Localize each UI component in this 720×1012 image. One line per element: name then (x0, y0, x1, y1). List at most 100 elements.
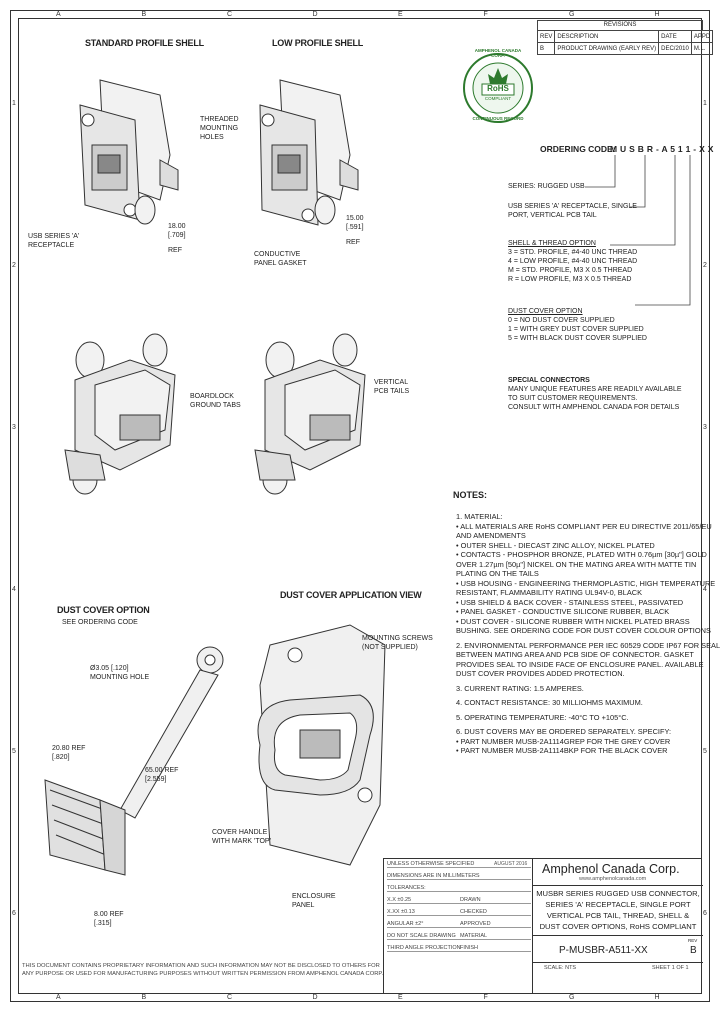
zone-number: 3 (12, 424, 16, 431)
zone-letter: F (483, 994, 488, 1001)
dust-cover-application-title: DUST COVER APPLICATION VIEW (280, 590, 422, 600)
title-block-mid-row: MATERIAL (460, 933, 488, 939)
rohs-bottom-text: CONTINUOUS RECORD (472, 116, 524, 121)
rohs-seal (463, 53, 533, 123)
note-line: BUSHING. SEE ORDERING CODE FOR DUST COVE… (456, 626, 711, 635)
ordering-usb-series: USB SERIES 'A' RECEPTACLE, SINGLE PORT, … (508, 203, 637, 219)
callout-boardlock: BOARDLOCK GROUND TABS (190, 393, 241, 409)
callout-vertical-pcb: VERTICAL PCB TAILS (374, 379, 410, 395)
note-line: • OUTER SHELL - DIECAST ZINC ALLOY, NICK… (456, 540, 655, 550)
title-block-divider (532, 935, 703, 936)
drawing-inner-frame (18, 18, 702, 994)
title-block-row: DIMENSIONS ARE IN MILLIMETERS (387, 873, 531, 880)
title-block-row: X.X ±0.25 (387, 897, 531, 904)
ordering-code-leader-lines (585, 155, 691, 306)
disclaimer: THIS DOCUMENT CONTAINS PROPRIETARY INFOR… (22, 963, 384, 977)
zone-letter: C (227, 994, 233, 1001)
title-block-mid-row: FINISH (460, 945, 479, 951)
rev-appd-value: M.L. (690, 42, 714, 55)
zone-number: 5 (703, 748, 707, 755)
part-description: MUSBR SERIES RUGGED USB CONNECTOR, SERIE… (536, 889, 700, 931)
zone-letter: A (56, 994, 61, 1001)
note-line: 1. MATERIAL: (456, 512, 503, 521)
rev-col-rev: REV (536, 30, 556, 43)
title-block-mid-row: DRAWN (460, 897, 481, 903)
note-line: OVER 1.27µm [50µ"] NICKEL ON THE MATING … (456, 559, 697, 569)
title-block-row: DO NOT SCALE DRAWING (387, 933, 531, 940)
callout-conductive-gasket: CONDUCTIVE PANEL GASKET (254, 251, 307, 267)
standard-rear-connector-illustration (64, 333, 176, 495)
dust-cover-illustration (44, 646, 224, 876)
zone-number: 2 (703, 262, 707, 269)
callout-dim-18: 18.00 [.709] REF (168, 223, 186, 254)
rev-col-appd: APPD (690, 30, 714, 43)
callout-enclosure-panel: ENCLOSURE PANEL (292, 893, 336, 909)
rev-col-date: DATE (658, 30, 692, 43)
zone-letter: A (56, 11, 61, 18)
zone-letter: B (141, 994, 147, 1001)
company-name: Amphenol Canada Corp. (542, 862, 680, 876)
zone-letter: D (312, 994, 318, 1001)
see-ordering-code: SEE ORDERING CODE (62, 619, 138, 626)
rev-desc-value: PRODUCT DRAWING (EARLY REV) (554, 42, 660, 55)
low-profile-connector-illustration (259, 79, 359, 226)
dust-cover-application-illustration (257, 624, 386, 866)
notes-list: 1. MATERIAL: • ALL MATERIALS ARE RoHS CO… (456, 512, 720, 756)
note-line: 2. ENVIRONMENTAL PERFORMANCE PER IEC 605… (456, 640, 720, 650)
zone-number: 6 (703, 910, 707, 917)
title-block-left (384, 859, 533, 993)
note-line: PROVIDES SEAL TO INSIDE FACE OF ENCLOSUR… (456, 659, 704, 669)
title-block-row: X.XX ±0.13 (387, 909, 531, 916)
ordering-code-label: ORDERING CODE: (540, 144, 616, 154)
title-block-row: TOLERANCES: (387, 885, 531, 892)
special-connectors: SPECIAL CONNECTORS MANY UNIQUE FEATURES … (508, 377, 682, 411)
revisions-table: REVISIONS REV DESCRIPTION DATE APPD B PR… (536, 20, 714, 55)
note-line: DUST COVER PROVIDES ADDED PROTECTION. (456, 669, 625, 678)
title-block-mid-row: CHECKED (460, 909, 487, 915)
callout-dim-65: 65.00 REF [2.559] (145, 767, 179, 783)
zone-letter: E (398, 994, 403, 1001)
drawing-outer-frame (10, 10, 710, 1002)
note-line: 6. DUST COVERS MAY BE ORDERED SEPARATELY… (456, 727, 672, 736)
low-rear-connector-illustration (254, 333, 366, 495)
zone-letter: E (398, 11, 403, 18)
zone-number: 1 (703, 100, 707, 107)
zone-letter: C (227, 11, 233, 18)
zone-letter: H (654, 11, 660, 18)
callout-usb-receptacle: USB SERIES 'A' RECEPTACLE (28, 233, 80, 249)
zone-number: 4 (12, 586, 16, 593)
title-block-company-cell (532, 859, 703, 886)
callout-dim-8: 8.00 REF [.315] (94, 911, 124, 927)
zone-letter: B (141, 11, 147, 18)
rohs-middle-text: COMPLIANT (484, 96, 512, 101)
ordering-shell-options: SHELL & THREAD OPTION 3 = STD. PROFILE, … (508, 240, 638, 283)
title-block-mid-row: APPROVED (460, 921, 491, 927)
zone-number: 3 (703, 424, 707, 431)
standard-profile-connector-illustration (79, 79, 179, 225)
note-line: 4. CONTACT RESISTANCE: 30 MILLIOHMS MAXI… (456, 698, 643, 707)
rohs-top-text: AMPHENOL CANADA CORP. (474, 48, 522, 58)
note-line: • ALL MATERIALS ARE RoHS COMPLIANT PER E… (456, 521, 712, 531)
scale: SCALE: NTS (544, 965, 577, 971)
ordering-dust-options: DUST COVER OPTION 0 = NO DUST COVER SUPP… (508, 308, 647, 342)
rev-col-desc: DESCRIPTION (554, 30, 660, 43)
note-line: • USB HOUSING - ENGINEERING THERMOPLASTI… (456, 578, 716, 588)
note-line: RESISTANT, FLAMMABILITY RATING UL94V-0, … (456, 588, 643, 597)
revisions-header: REVISIONS (537, 20, 703, 30)
rev-letter: B (690, 945, 697, 956)
note-line: • DUST COVER - SILICONE RUBBER WITH NICK… (456, 616, 690, 626)
zone-number: 1 (12, 100, 16, 107)
zone-letter: H (654, 994, 660, 1001)
zone-letter: G (569, 994, 575, 1001)
company-website: www.amphenolcanada.com (579, 876, 647, 882)
rev-date-value: DEC/2010 (658, 42, 692, 55)
note-line: • PART NUMBER MUSB-2A1114GREP FOR THE GR… (456, 736, 671, 746)
zone-number: 5 (12, 748, 16, 755)
zone-letter: D (312, 11, 318, 18)
note-line: • PANEL GASKET - CONDUCTIVE SILICONE RUB… (456, 607, 670, 616)
title-block-row: UNLESS OTHERWISE SPECIFIED (387, 861, 531, 868)
zone-letter: F (483, 11, 488, 18)
low-profile-title: LOW PROFILE SHELL (272, 38, 364, 48)
title-block-date: AUGUST 2016 (494, 861, 528, 867)
title-block: Amphenol Canada Corp. www.amphenolcanada… (383, 858, 703, 994)
